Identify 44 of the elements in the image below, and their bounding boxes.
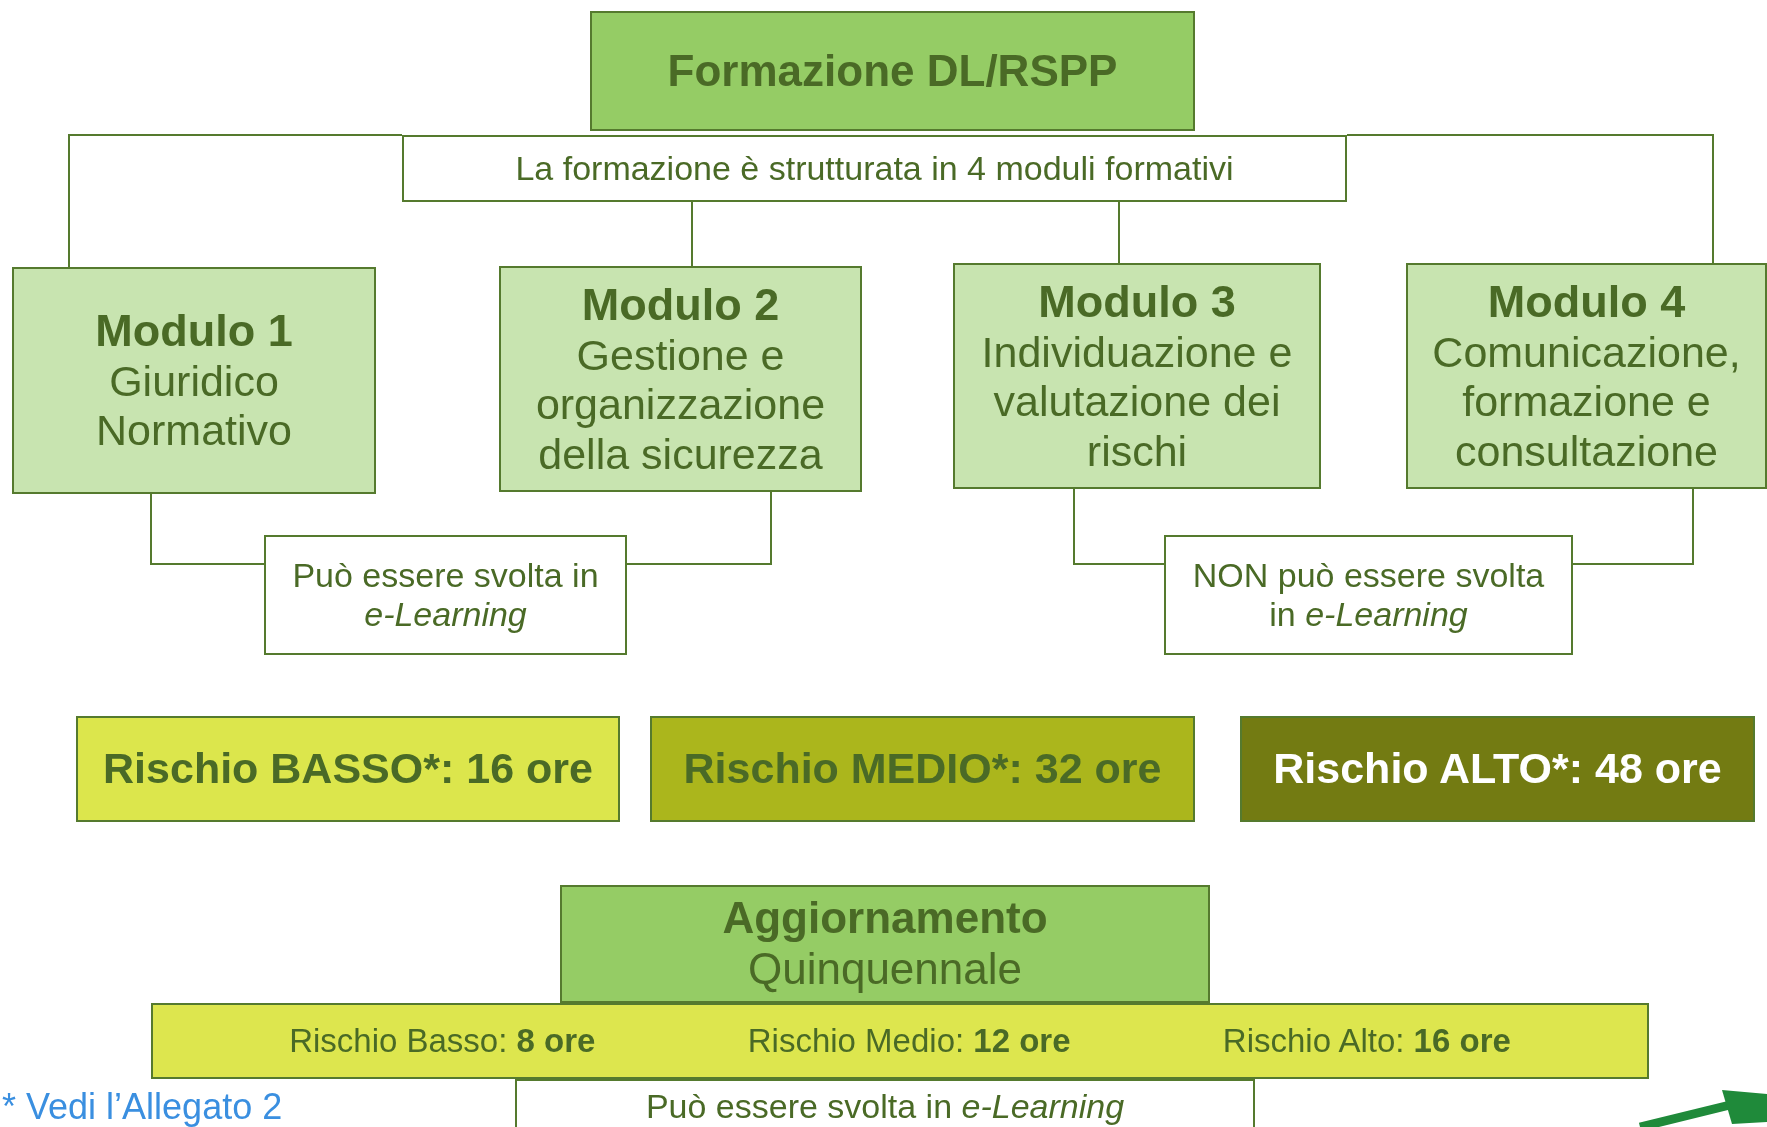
module-box xyxy=(499,266,862,492)
connector-line xyxy=(1118,201,1120,264)
risk-box xyxy=(1240,716,1755,822)
box-title: Modulo 3 xyxy=(1038,275,1236,328)
box-text: Comunicazione, formazione e consultazione xyxy=(1431,327,1742,477)
box-text: Può essere svolta in e-Learning xyxy=(645,1087,1125,1127)
connector-line xyxy=(626,491,772,565)
box-text: Individuazione e valutazione dei rischi xyxy=(980,327,1294,477)
box-text: La formazione è strutturata in 4 moduli formativi xyxy=(515,148,1234,189)
note-box xyxy=(402,135,1347,202)
module-box xyxy=(1406,263,1767,489)
box-text: Rischio Medio: 12 ore xyxy=(747,1022,1071,1060)
box-text: Rischio ALTO*: 48 ore xyxy=(1273,744,1722,794)
footnote: * Vedi l’Allegato 2 xyxy=(2,1086,283,1127)
header-box xyxy=(560,885,1210,1003)
box-text: Può essere svolta in e-Learning xyxy=(291,555,600,635)
box-text: Formazione DL/RSPP xyxy=(667,45,1118,97)
box-title: Modulo 1 xyxy=(95,305,293,357)
box-text: Rischio Basso: 8 ore xyxy=(289,1022,596,1060)
connector-line xyxy=(691,201,693,267)
box-title: Modulo 4 xyxy=(1487,275,1686,328)
connector-line xyxy=(1572,488,1694,565)
box-title: Modulo 2 xyxy=(581,278,780,331)
risk-box xyxy=(76,716,620,822)
note-box xyxy=(264,535,627,655)
connector-line xyxy=(68,134,403,268)
note-box xyxy=(1164,535,1573,655)
connector-line xyxy=(1073,488,1165,565)
hours-band xyxy=(151,1003,1649,1079)
module-box xyxy=(953,263,1321,489)
header-box xyxy=(590,11,1195,131)
risk-box xyxy=(650,716,1195,822)
box-text: Giuridico Normativo xyxy=(95,356,293,456)
note-box xyxy=(515,1079,1255,1127)
box-text: NON può essere svolta in e-Learning xyxy=(1191,555,1546,635)
box-text: Rischio Alto: 16 ore xyxy=(1222,1022,1511,1060)
box-title: Aggiornamento xyxy=(722,893,1048,944)
box-text: Rischio MEDIO*: 32 ore xyxy=(683,744,1162,794)
connector-line xyxy=(150,493,265,565)
connector-line xyxy=(1346,134,1714,264)
module-box xyxy=(12,267,376,494)
box-text: Rischio BASSO*: 16 ore xyxy=(103,744,593,794)
box-text: Quinquennale xyxy=(748,944,1022,995)
box-text: Gestione e organizzazione della sicurezza xyxy=(534,330,827,480)
